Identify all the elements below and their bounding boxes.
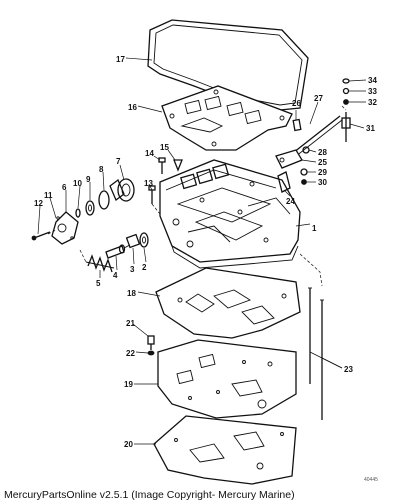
callout-10: 10 <box>73 179 82 188</box>
part-25-lever <box>275 149 303 169</box>
callout-32: 32 <box>368 98 377 107</box>
callout-25: 25 <box>318 158 327 167</box>
part-10-washer <box>75 208 81 218</box>
part-26-pin <box>292 118 302 132</box>
callout-12: 12 <box>34 199 43 208</box>
callout-8: 8 <box>99 165 104 174</box>
assembly-lines <box>47 105 347 287</box>
part-32-nut <box>343 99 349 105</box>
part-33-washer <box>342 87 350 95</box>
part-34-nut <box>342 78 350 84</box>
callout-11: 11 <box>44 191 53 200</box>
callout-16: 16 <box>128 103 137 112</box>
part-30-nut <box>301 179 307 185</box>
callout-22: 22 <box>126 349 135 358</box>
part-29-washer <box>300 168 308 176</box>
part-18-gasket <box>155 267 301 339</box>
callout-13: 13 <box>144 179 153 188</box>
callout-14: 14 <box>145 149 154 158</box>
part-19-plate <box>157 339 297 419</box>
part-1-housing <box>159 159 301 269</box>
part-5-spring <box>85 254 115 273</box>
part-16-cover-plate <box>161 85 293 151</box>
part-21-screw <box>147 335 155 350</box>
part-15-fitting <box>173 159 183 172</box>
callout-26: 26 <box>292 99 301 108</box>
callout-18: 18 <box>127 289 136 298</box>
callout-24: 24 <box>286 197 295 206</box>
part-20-gasket <box>153 415 297 485</box>
part-6-diaphragm <box>117 178 135 202</box>
callout-34: 34 <box>368 76 377 85</box>
part-3-plug <box>123 233 141 249</box>
callout-15: 15 <box>160 143 169 152</box>
part-14-screw <box>158 157 166 174</box>
copyright-footer: MercuryPartsOnline v2.5.1 (Image Copyrig… <box>4 489 295 501</box>
callout-20: 20 <box>124 440 133 449</box>
part-13-screw <box>148 185 156 204</box>
part-4-plunger <box>105 244 126 259</box>
part-8-plate <box>98 190 110 210</box>
callout-29: 29 <box>318 168 327 177</box>
callout-33: 33 <box>368 87 377 96</box>
drawing-code: 40445 <box>364 477 378 483</box>
callout-30: 30 <box>318 178 327 187</box>
part-24-fitting <box>277 171 291 193</box>
callout-9: 9 <box>86 175 91 184</box>
callout-3: 3 <box>130 265 135 274</box>
leader-lines <box>37 57 367 445</box>
part-2-washer <box>139 232 149 248</box>
callout-21: 21 <box>126 319 135 328</box>
part-31-shaft <box>341 112 351 142</box>
callout-1: 1 <box>312 224 317 233</box>
callout-23: 23 <box>344 365 353 374</box>
callout-labels: 1 2 3 4 5 6 7 8 9 10 11 12 13 14 15 16 1… <box>34 55 377 449</box>
callout-7: 7 <box>116 157 121 166</box>
part-9-spring-seat <box>85 200 95 216</box>
callout-2: 2 <box>142 263 147 272</box>
callout-4: 4 <box>113 271 118 280</box>
part-12-screw <box>31 231 51 241</box>
callout-6: 6 <box>62 183 67 192</box>
callout-27: 27 <box>314 94 323 103</box>
callout-17: 17 <box>116 55 125 64</box>
part-23-studs <box>308 287 324 420</box>
callout-5: 5 <box>96 279 101 288</box>
part-7-gasket <box>109 178 125 202</box>
callout-31: 31 <box>366 124 375 133</box>
callout-19: 19 <box>124 380 133 389</box>
part-22-washer <box>147 350 155 356</box>
callout-28: 28 <box>318 148 327 157</box>
